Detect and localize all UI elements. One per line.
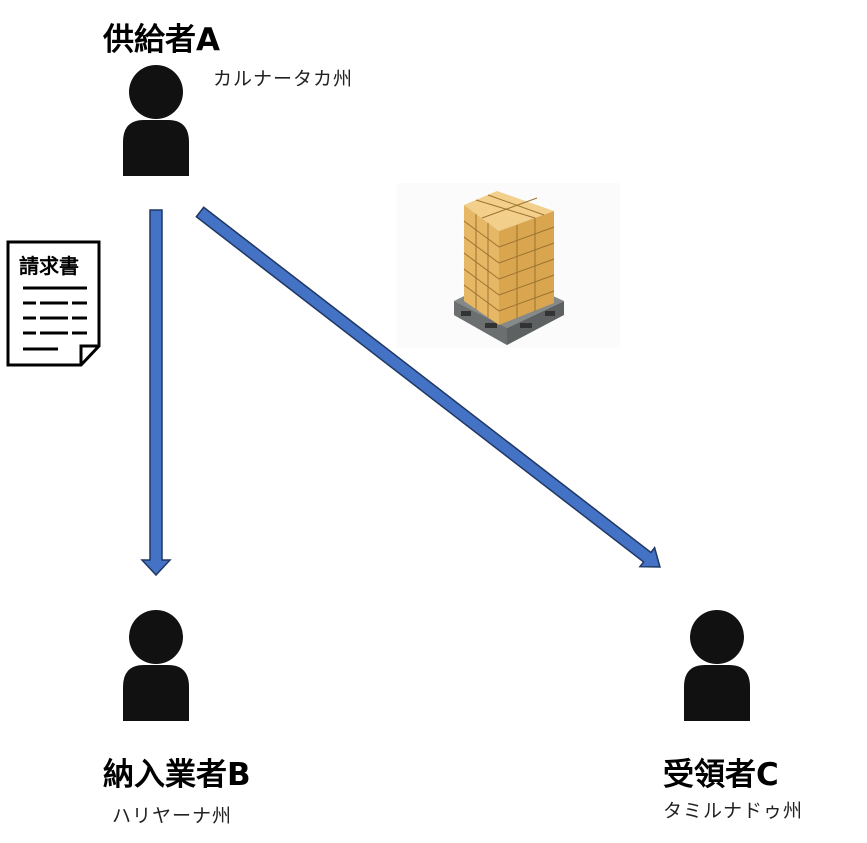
invoice-arrow — [140, 209, 172, 577]
vendor-name: 納入業者B — [103, 757, 251, 793]
vendor-person-icon — [123, 610, 189, 721]
recipient-person-icon — [684, 610, 750, 721]
invoice-title: 請求書 — [19, 254, 79, 278]
vendor-state: ハリヤーナ州 — [112, 805, 233, 827]
invoice-document-icon: 請求書 — [6, 240, 102, 368]
supplier-person-icon — [123, 65, 189, 176]
goods-arrow — [195, 206, 661, 568]
pallet-boxes-icon — [397, 183, 620, 348]
supplier-name: 供給者A — [103, 22, 220, 58]
supplier-state: カルナータカ州 — [213, 68, 354, 90]
recipient-name: 受領者C — [663, 757, 779, 793]
recipient-state: タミルナドゥ州 — [663, 800, 804, 822]
